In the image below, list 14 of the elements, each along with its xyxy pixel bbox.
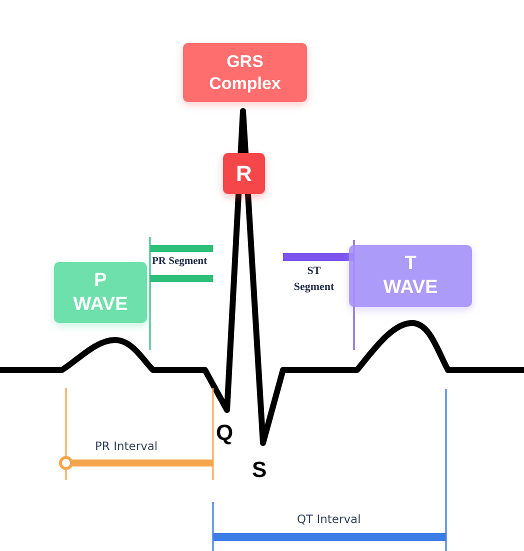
node-text: GRS Complex [208,51,282,94]
node-text: R [235,160,253,188]
node-text: P WAVE [72,268,129,316]
complex-box [183,43,307,102]
interval-label: PR Interval [95,440,158,454]
interval-label: QT Interval [297,513,361,527]
node-text: T WAVE [382,252,439,300]
wave-box [54,262,147,323]
wave-point-label: S [252,458,267,482]
wave-point-label: Q [216,421,234,446]
wave-box [349,245,472,307]
segment-label: ST Segment [292,264,336,295]
peak-box [223,153,265,194]
segment-label: PR Segment [152,256,208,269]
